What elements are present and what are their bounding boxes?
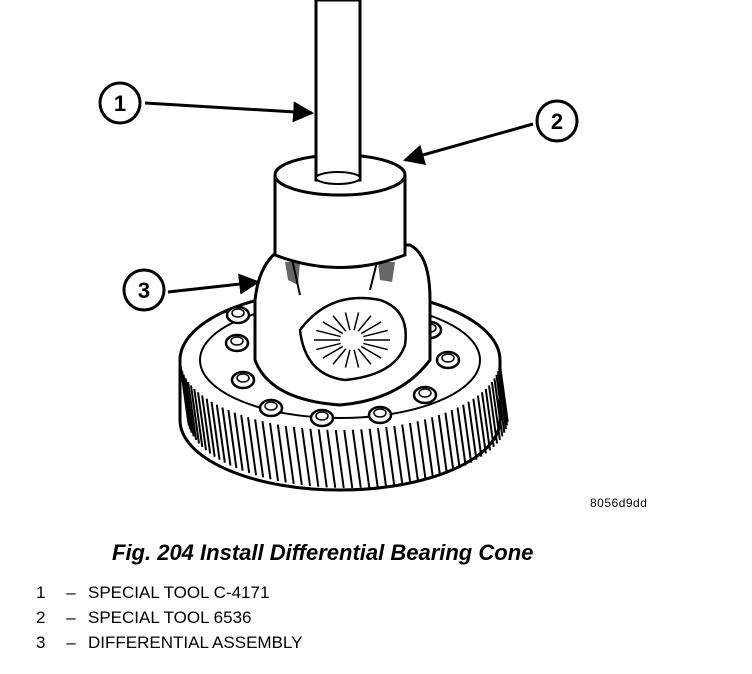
callout-1: 1 xyxy=(98,81,315,125)
bolt xyxy=(230,370,256,390)
legend-text: SPECIAL TOOL C-4171 xyxy=(88,583,270,602)
legend-item: 3 – DIFFERENTIAL ASSEMBLY xyxy=(36,630,302,655)
legend-number: 3 xyxy=(36,633,46,652)
callout-3: 3 xyxy=(122,268,261,312)
legend-separator: – xyxy=(66,608,76,627)
differential-illustration: 1 2 3 xyxy=(98,0,579,492)
callout-3-label: 3 xyxy=(138,278,150,303)
tool-c-4171-handle xyxy=(314,0,362,185)
bolt xyxy=(309,408,335,428)
legend-number: 2 xyxy=(36,608,46,627)
legend-text: DIFFERENTIAL ASSEMBLY xyxy=(88,633,303,652)
callout-1-label: 1 xyxy=(114,91,126,116)
bolt xyxy=(258,398,284,418)
figure-code: 8056d9dd xyxy=(590,496,648,510)
bolt xyxy=(435,350,461,370)
legend-number: 1 xyxy=(36,583,46,602)
bolt xyxy=(412,385,438,405)
differential-case xyxy=(253,243,432,407)
callout-2-label: 2 xyxy=(551,109,563,134)
legend-list: 1 – SPECIAL TOOL C-4171 2 – SPECIAL TOOL… xyxy=(36,580,302,655)
bolt xyxy=(224,333,250,353)
legend-separator: – xyxy=(66,633,76,652)
bolt xyxy=(225,305,251,325)
bolt xyxy=(367,405,393,425)
ring-gear-bolts xyxy=(224,305,461,428)
legend-item: 2 – SPECIAL TOOL 6536 xyxy=(36,605,302,630)
legend-separator: – xyxy=(66,583,76,602)
legend-item: 1 – SPECIAL TOOL C-4171 xyxy=(36,580,302,605)
figure-caption: Fig. 204 Install Differential Bearing Co… xyxy=(112,540,534,565)
legend-text: SPECIAL TOOL 6536 xyxy=(88,608,252,627)
callout-2: 2 xyxy=(402,99,579,165)
